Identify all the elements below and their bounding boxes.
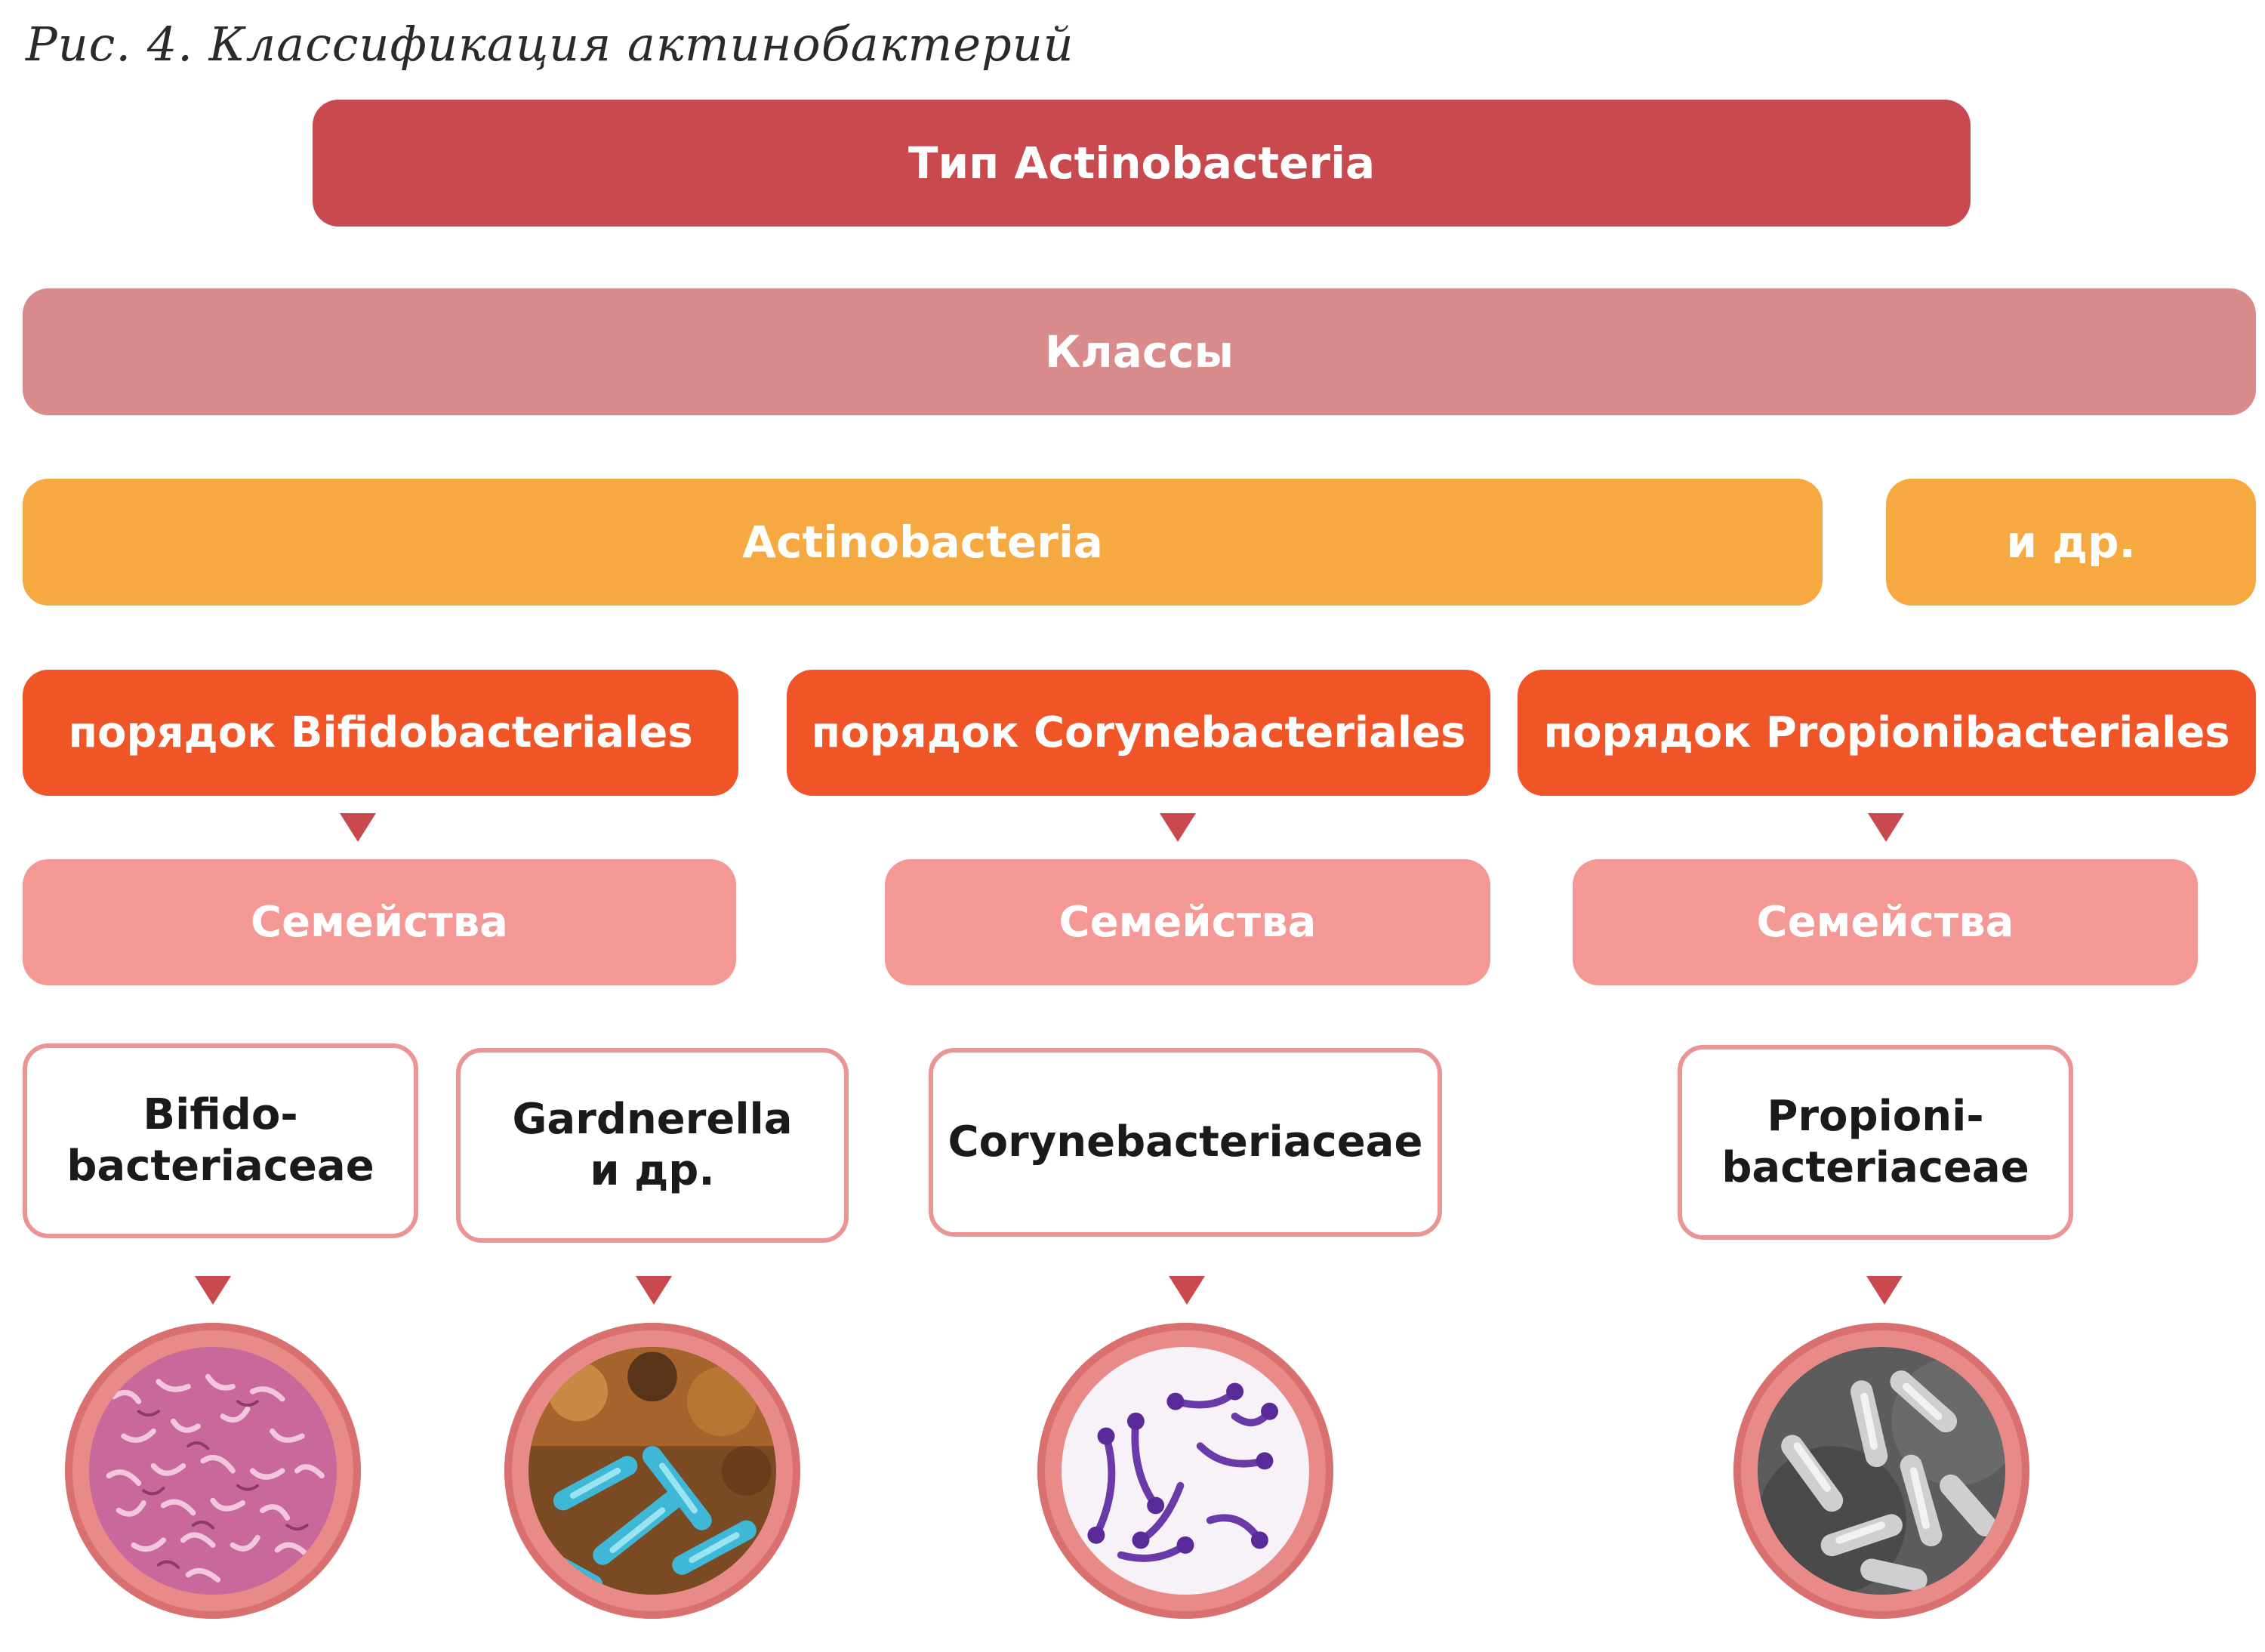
bifidobacteria-micrograph-image: [89, 1347, 337, 1595]
arrow-down-icon: [195, 1276, 231, 1305]
arrow-down-icon: [1868, 813, 1904, 842]
family-name-line: и др.: [590, 1146, 715, 1195]
families-propionibacteriales: Семейства: [1573, 859, 2198, 985]
propionibacteria-micrograph-image: [1758, 1347, 2005, 1595]
arrow-down-icon: [1169, 1276, 1205, 1305]
families-bifidobacteriales: Семейства: [23, 859, 736, 985]
class-other-bar: и др.: [1886, 479, 2256, 606]
order-bifidobacteriales: порядок Bifidobacteriales: [23, 670, 738, 796]
family-name-line: Gardnerella: [512, 1095, 793, 1144]
family-name-line: bacteriaceae: [66, 1142, 374, 1191]
class-actinobacteria-bar: Actinobacteria: [23, 479, 1823, 606]
figure-caption: Рис. 4. Классификация актинобактерий: [26, 17, 1074, 72]
family-name-line: Propioni-: [1767, 1092, 1984, 1141]
family-name-line: Bifido-: [143, 1090, 298, 1139]
micrograph-propionibacteria: [1733, 1323, 2029, 1619]
family-box-corynebacteriaceae: Corynebacteriaceae: [929, 1048, 1442, 1237]
family-name-line: Corynebacteriaceae: [948, 1117, 1423, 1167]
gardnerella-micrograph-image: [528, 1347, 776, 1595]
phylum-bar: Тип Actinobacteria: [313, 100, 1971, 227]
family-box-bifidobacteriaceae: Bifido- bacteriaceae: [23, 1043, 418, 1238]
micrograph-corynebacteria: [1037, 1323, 1333, 1619]
corynebacteria-micrograph-image: [1062, 1347, 1309, 1595]
classes-bar: Классы: [23, 288, 2256, 415]
order-corynebacteriales: порядок Corynebacteriales: [787, 670, 1490, 796]
arrow-down-icon: [636, 1276, 672, 1305]
order-propionibacteriales: порядок Propionibacteriales: [1518, 670, 2256, 796]
arrow-down-icon: [1160, 813, 1196, 842]
arrow-down-icon: [1866, 1276, 1903, 1305]
family-name-line: bacteriaceae: [1721, 1143, 2029, 1192]
families-corynebacteriales: Семейства: [885, 859, 1490, 985]
arrow-down-icon: [340, 813, 376, 842]
family-box-gardnerella: Gardnerella и др.: [456, 1048, 849, 1243]
family-box-propionibacteriaceae: Propioni- bacteriaceae: [1678, 1045, 2073, 1240]
micrograph-bifidobacteria: [65, 1323, 361, 1619]
micrograph-gardnerella: [504, 1323, 800, 1619]
